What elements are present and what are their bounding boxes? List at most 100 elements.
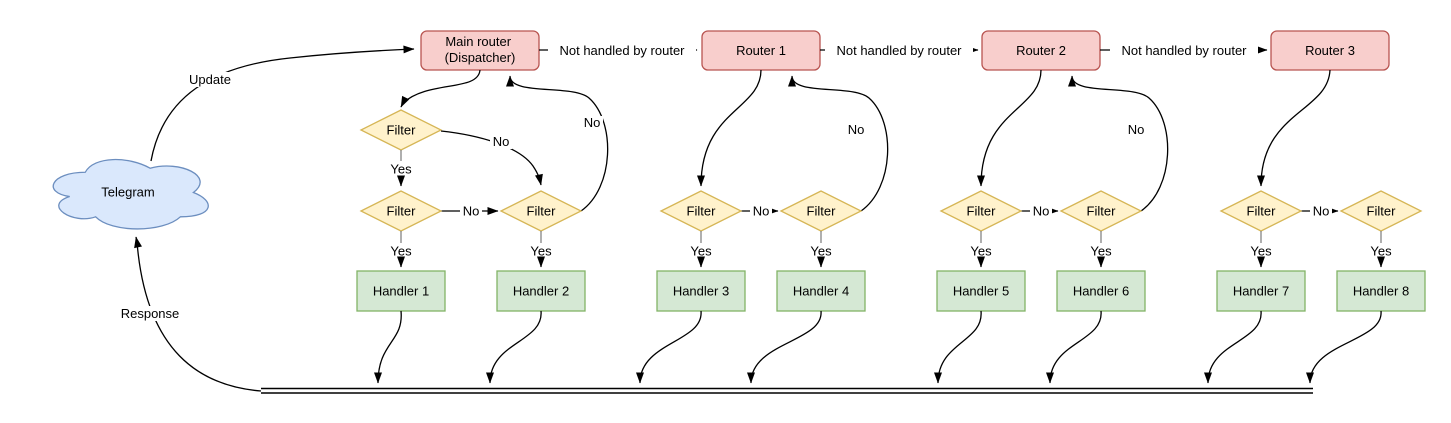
yes-label-bg-4 [808, 244, 834, 258]
no-return-edge-main [506, 75, 609, 212]
yes-label-bg-7 [1248, 244, 1274, 258]
filter-node-router-1-right [779, 190, 863, 232]
handler-2-label: Handler 2 [513, 284, 569, 299]
no-return-label-bg-main [581, 116, 603, 130]
no-return-edge-router-2 [1068, 75, 1169, 212]
no-label-bg-router-1-pair [750, 204, 772, 218]
yes-label-5: Yes [970, 244, 992, 259]
no-label-router-3-pair: No [1313, 204, 1330, 219]
handler-5-label: Handler 5 [953, 284, 1009, 299]
handler-3-response-edge [636, 310, 702, 384]
filter-label-router-3-right: Filter [1367, 204, 1397, 219]
no-return-edge-router-1 [788, 75, 889, 212]
no-return-label-bg-router-1 [845, 123, 867, 137]
no-label-bg-main-top [490, 135, 512, 149]
yes-label-bg-6 [1088, 244, 1114, 258]
filter-node-router-2-right [1059, 190, 1143, 232]
not-handled-label-bg-1 [548, 43, 696, 59]
filter-node-router-3-right [1339, 190, 1423, 232]
router-2-label: Router 2 [1016, 43, 1066, 58]
no-return-label-router-1: No [848, 122, 865, 137]
no-return-label-bg-router-2 [1125, 123, 1147, 137]
handler-8-node [1336, 270, 1426, 312]
not-handled-label-2: Not handled by router [836, 43, 962, 58]
not-handled-label-bg-3 [1110, 43, 1258, 59]
router-1-to-filter-edge [697, 69, 762, 187]
not-handled-label-3: Not handled by router [1121, 43, 1247, 58]
not-handled-label-bg-2 [825, 43, 973, 59]
filter-label-router-1-left: Filter [687, 204, 717, 219]
no-label-bg-router-2-pair [1030, 204, 1052, 218]
telegram-cloud [52, 158, 209, 230]
filter-label-main-top: Filter [387, 123, 417, 138]
yes-label-4: Yes [810, 244, 832, 259]
yes-label-bg-8 [1368, 244, 1394, 258]
handler-1-label: Handler 1 [373, 284, 429, 299]
handler-5-response-edge [934, 310, 982, 384]
handler-8-label: Handler 8 [1353, 284, 1409, 299]
no-label-router-1-pair: No [753, 204, 770, 219]
filter-label-main-right: Filter [527, 204, 557, 219]
response-label: Response [121, 306, 180, 321]
update-label: Update [189, 72, 231, 87]
filter-node-router-3-left [1219, 190, 1303, 232]
filter-label-router-2-right: Filter [1087, 204, 1117, 219]
no-label-bg-router-3-pair [1310, 204, 1332, 218]
handler-4-label: Handler 4 [793, 284, 849, 299]
handler-6-node [1056, 270, 1146, 312]
yes-label-bg-2 [528, 244, 554, 258]
update-label-bg [186, 72, 234, 87]
yes-label-bg-3 [688, 244, 714, 258]
no-label-main-pair: No [463, 204, 480, 219]
yes-label-bg-main-top [388, 162, 414, 176]
handler-1-response-edge [374, 310, 402, 384]
yes-label-7: Yes [1250, 244, 1272, 259]
yes-label-main-top: Yes [390, 162, 412, 177]
handler-7-label: Handler 7 [1233, 284, 1289, 299]
filter-node-router-1-left [659, 190, 743, 232]
yes-label-8: Yes [1370, 244, 1392, 259]
handler-8-response-edge [1306, 310, 1382, 384]
no-label-router-2-pair: No [1033, 204, 1050, 219]
filter-label-router-2-left: Filter [967, 204, 997, 219]
main-router-to-filter-edge [400, 69, 481, 108]
handler-6-label: Handler 6 [1073, 284, 1129, 299]
handler-6-response-edge [1046, 310, 1102, 384]
filter-label-router-1-right: Filter [807, 204, 837, 219]
update-edge [150, 45, 415, 162]
main-router-label-line2: (Dispatcher) [445, 50, 516, 65]
filter-label-router-3-left: Filter [1247, 204, 1277, 219]
filter-node-main-right [499, 190, 583, 232]
no-label-bg-main-pair [460, 204, 482, 218]
yes-label-bg-5 [968, 244, 994, 258]
handler-1-node [356, 270, 446, 312]
router-2-to-filter-edge [977, 69, 1042, 187]
yes-edges-bottom: Yes Yes Yes Yes Yes Yes Yes Yes [388, 231, 1394, 268]
yes-label-6: Yes [1090, 244, 1112, 259]
router-1-label: Router 1 [736, 43, 786, 58]
telegram-label: Telegram [101, 185, 154, 200]
filter-node-router-2-left [939, 190, 1023, 232]
main-router-label: Main router (Dispatcher) [445, 34, 516, 65]
yes-label-1: Yes [390, 244, 412, 259]
yes-label-3: Yes [690, 244, 712, 259]
no-return-label-main: No [584, 115, 601, 130]
handler-5-node [936, 270, 1026, 312]
response-label-bg [116, 306, 184, 321]
no-edge-main-top-filter [440, 130, 543, 186]
no-label-main-top: No [493, 134, 510, 149]
router-3-label: Router 3 [1305, 43, 1355, 58]
router-3-to-filter-edge [1257, 69, 1331, 187]
not-handled-label-1: Not handled by router [559, 43, 685, 58]
response-edge [134, 236, 262, 392]
no-return-label-router-2: No [1128, 122, 1145, 137]
filter-label-main-left: Filter [387, 204, 417, 219]
handler-2-response-edge [486, 310, 542, 384]
handler-3-label: Handler 3 [673, 284, 729, 299]
main-router-label-line1: Main router [445, 34, 511, 49]
yes-label-bg-1 [388, 244, 414, 258]
handler-4-response-edge [747, 310, 822, 384]
filter-node-main-top [359, 109, 443, 151]
